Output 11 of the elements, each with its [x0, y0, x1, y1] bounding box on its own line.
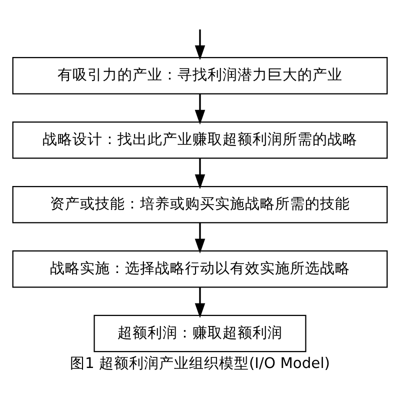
node-box: 超额利润：赚取超额利润 [94, 314, 306, 352]
arrow [194, 222, 206, 254]
node-box: 战略设计：找出此产业赚取超额利润所需的战略 [12, 121, 388, 158]
arrow [194, 286, 206, 318]
arrow [194, 28, 206, 60]
arrow [194, 158, 206, 189]
node-box: 战略实施：选择战略行动以有效实施所选战略 [12, 250, 388, 288]
arrow [194, 93, 206, 124]
node-box: 资产或技能：培养或购买实施战略所需的技能 [12, 185, 388, 223]
caption: 图1 超额利润产业组织模型(I/O Model) [70, 354, 330, 372]
node-box: 有吸引力的产业：寻找利润潜力巨大的产业 [12, 56, 388, 94]
